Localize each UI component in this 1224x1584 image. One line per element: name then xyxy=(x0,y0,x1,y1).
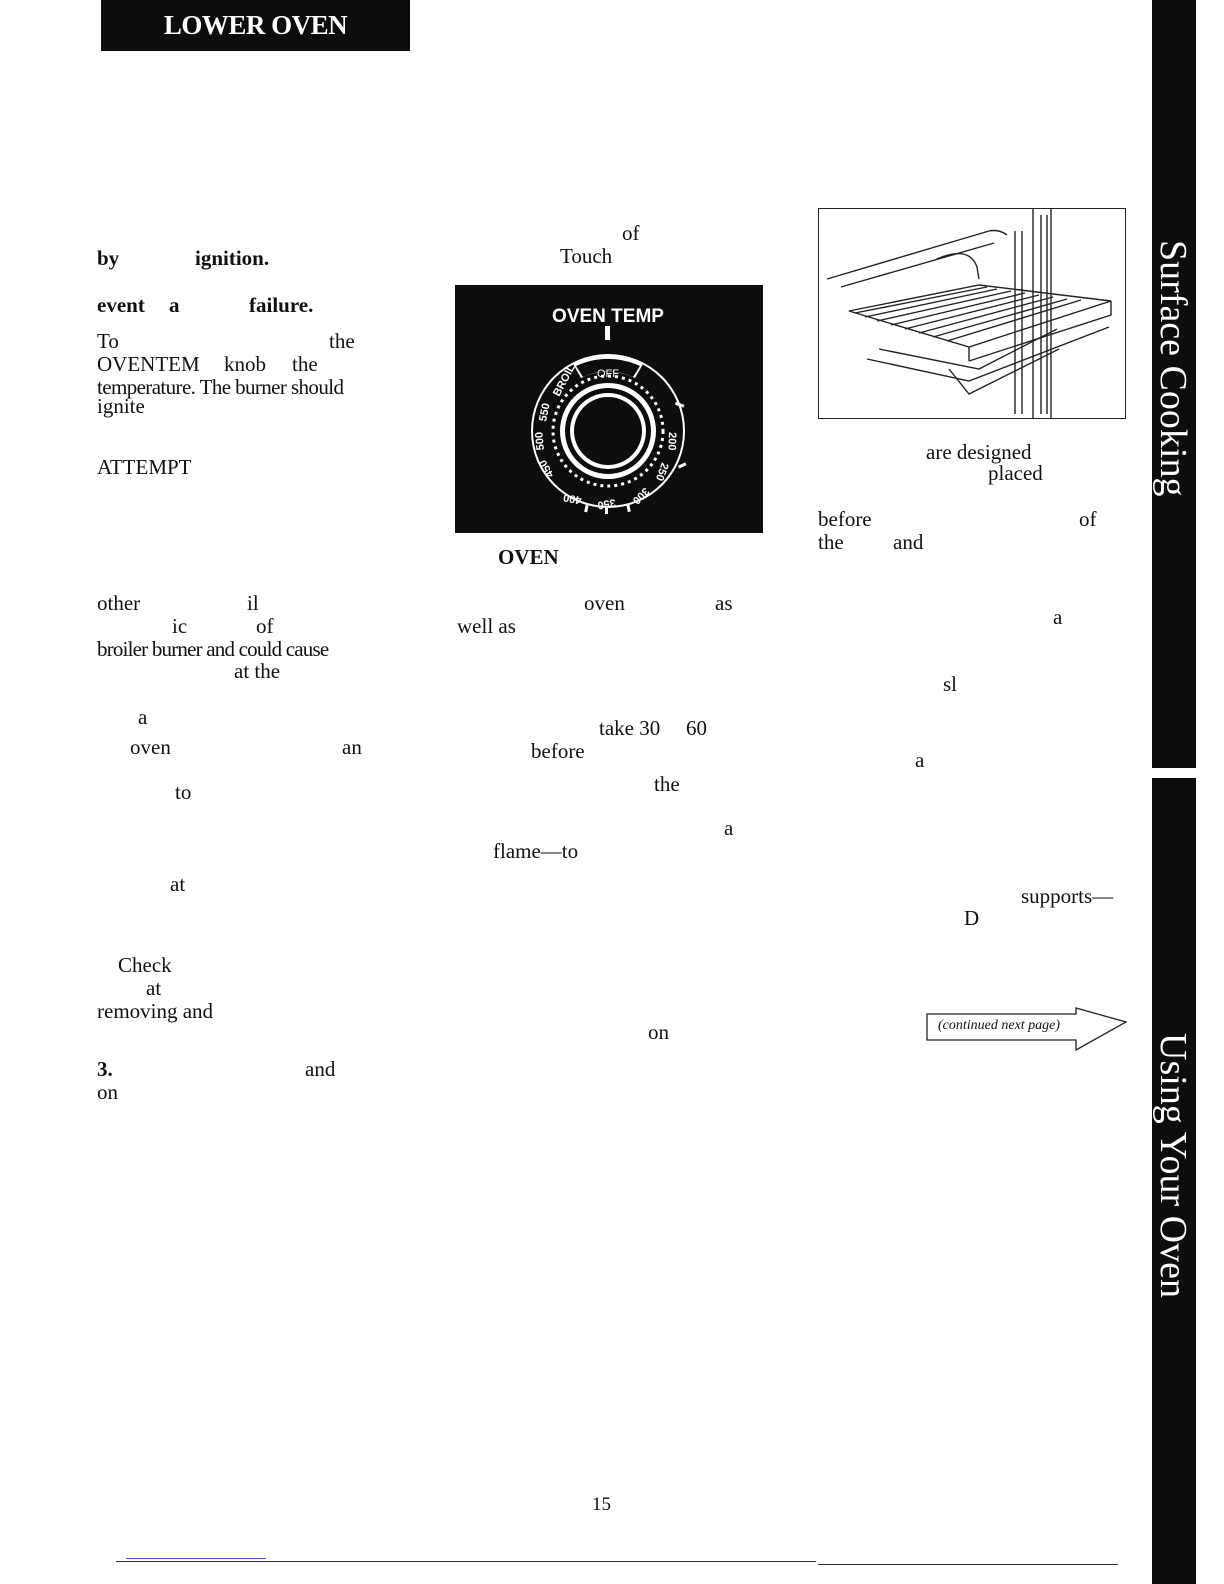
footer-rule xyxy=(116,1561,816,1562)
dial-dotted-ring xyxy=(551,374,665,488)
dial-scale-250: 250 xyxy=(653,461,671,482)
text-fragment: D xyxy=(964,906,980,930)
text-fragment: sl xyxy=(943,672,958,696)
text-fragment: broiler burner and could cause xyxy=(97,637,329,661)
text-fragment: at the xyxy=(234,659,281,683)
sidebar-tab-label: Using Your Oven xyxy=(1152,1033,1194,1298)
text-fragment: failure. xyxy=(249,293,314,317)
dial-knob-center xyxy=(574,397,642,465)
text-fragment: of xyxy=(622,221,640,245)
text-fragment: take 30 xyxy=(599,716,661,740)
text-fragment: on xyxy=(97,1080,118,1104)
text-fragment: and xyxy=(305,1057,336,1081)
dial-off-label: OFF xyxy=(597,368,619,380)
text-fragment: a xyxy=(169,293,180,317)
text-fragment: 60 xyxy=(686,716,707,740)
text-fragment: at xyxy=(170,872,186,896)
text-fragment: supports— xyxy=(1021,884,1114,908)
sidebar-tab-surface-cooking: Surface Cooking xyxy=(1152,0,1196,768)
footer-rule-right xyxy=(818,1564,1118,1565)
text-fragment: of xyxy=(256,614,274,638)
text-fragment: a xyxy=(1053,605,1063,629)
text-fragment: Check xyxy=(118,953,172,977)
text-fragment: an xyxy=(342,735,362,759)
sidebar-tab-using-your-oven: Using Your Oven xyxy=(1152,778,1196,1584)
text-fragment: before xyxy=(531,739,585,763)
text-fragment: are designed xyxy=(926,440,1032,464)
text-fragment: il xyxy=(247,591,259,615)
page-number: 15 xyxy=(592,1494,611,1515)
continued-label: (continued next page) xyxy=(938,1018,1061,1033)
text-fragment: 3. xyxy=(97,1057,113,1081)
dial-scale-350: 350 xyxy=(596,496,616,511)
text-fragment: of xyxy=(1079,507,1097,531)
dial-label: OVEN TEMP xyxy=(552,306,664,327)
text-fragment: other xyxy=(97,591,141,615)
text-fragment: at xyxy=(146,976,162,1000)
dial-ticks xyxy=(584,401,687,514)
dial-indicator-mark xyxy=(605,326,610,340)
text-fragment: removing and xyxy=(97,999,214,1023)
text-fragment: well as xyxy=(457,614,516,638)
dial-scale-400: 400 xyxy=(562,491,582,506)
rack-svg xyxy=(826,209,1112,418)
text-fragment: ic xyxy=(172,614,188,638)
text-fragment: oven xyxy=(130,735,171,759)
text-fragment: placed xyxy=(988,461,1043,485)
dial-scale-500: 500 xyxy=(533,431,547,450)
text-fragment: before xyxy=(818,507,872,531)
text-fragment: as xyxy=(715,591,733,615)
text-fragment: temperature. The burner should xyxy=(97,375,344,399)
sidebar-tab-label: Surface Cooking xyxy=(1152,240,1194,497)
text-fragment: ATTEMPT xyxy=(97,455,192,479)
text-fragment: ignite xyxy=(97,394,145,418)
text-fragment: knob xyxy=(224,352,266,376)
text-fragment: the xyxy=(654,772,680,796)
text-fragment: a xyxy=(915,748,925,772)
text-fragment: the xyxy=(818,530,844,554)
text-fragment: ignition. xyxy=(195,246,270,270)
text-fragment: Touch xyxy=(560,244,613,268)
text-fragment: OVENTEM xyxy=(97,352,200,376)
dial-svg: OVEN TEMP OFF BROIL 550 500 450 400 350 … xyxy=(531,306,687,514)
footer-rule-accent xyxy=(126,1558,266,1559)
section-header: LOWER OVEN xyxy=(101,0,410,51)
dial-scale-550: 550 xyxy=(537,402,553,422)
oven-rack-illustration xyxy=(818,208,1126,419)
text-fragment: flame—to xyxy=(493,839,579,863)
dial-scale-200: 200 xyxy=(665,432,678,451)
text-fragment: To xyxy=(97,329,119,353)
dial-caption: OVEN xyxy=(498,545,559,569)
text-fragment: and xyxy=(893,530,924,554)
text-fragment: by xyxy=(97,246,120,270)
text-fragment: the xyxy=(292,352,318,376)
text-fragment: a xyxy=(724,816,734,840)
text-fragment: oven xyxy=(584,591,625,615)
continued-next-page-arrow: (continued next page) xyxy=(926,1006,1131,1054)
oven-temp-dial-illustration: OVEN TEMP OFF BROIL 550 500 450 400 350 … xyxy=(455,285,763,533)
arrow-icon xyxy=(926,1007,1128,1052)
text-fragment: a xyxy=(138,705,148,729)
text-fragment: the xyxy=(329,329,355,353)
text-fragment: to xyxy=(175,780,192,804)
text-fragment: on xyxy=(648,1020,669,1044)
text-fragment: event xyxy=(97,293,145,317)
